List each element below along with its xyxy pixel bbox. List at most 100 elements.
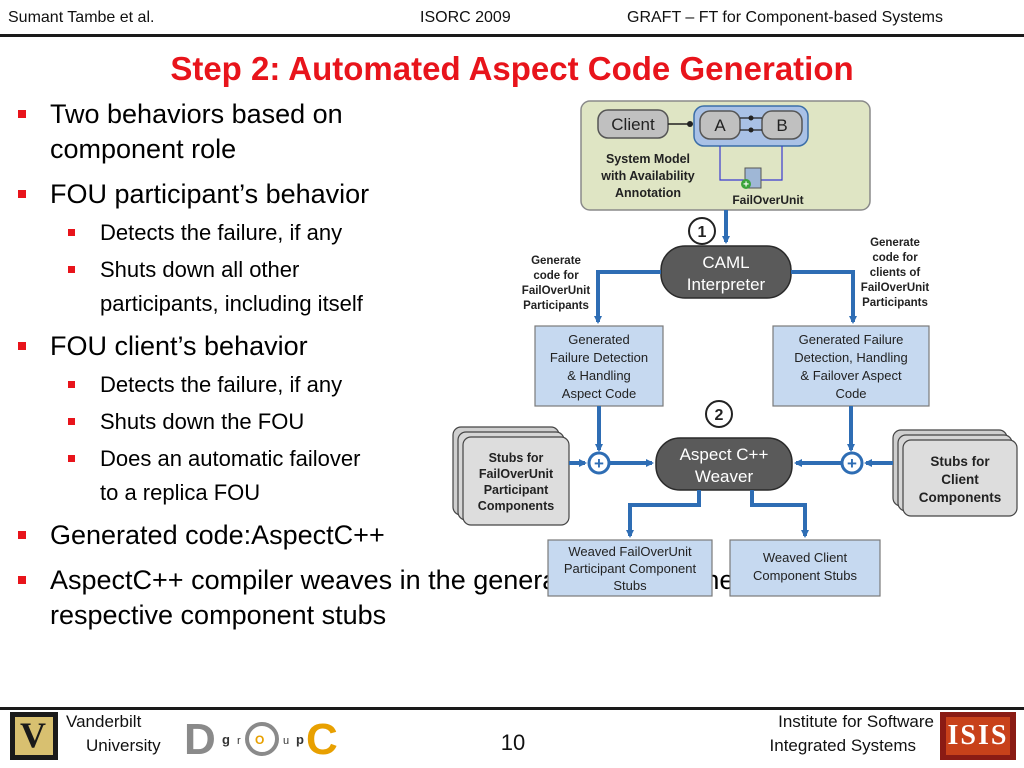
arrow-caml-to-right (791, 270, 857, 324)
sub-bullet-item: Detects the failure, if any (14, 367, 944, 403)
institute-line-2: Integrated Systems (769, 736, 916, 755)
footer-divider (0, 707, 1024, 710)
participant-stubs-box (462, 436, 570, 526)
weaved-left-line: Stubs (613, 578, 647, 593)
bullet-item-continuation: component role (14, 129, 944, 170)
gen-left-label-line: Generate (531, 255, 581, 267)
bullet-text: Two behaviors based on (50, 99, 343, 129)
weaved-right-line: Weaved Client (763, 550, 848, 565)
university-line-1: Vanderbilt (66, 712, 142, 731)
bullet-item-continuation: respective component stubs (14, 595, 944, 636)
bullet-marker (68, 418, 75, 425)
header-short-title: GRAFT – FT for Component-based Systems (627, 9, 943, 26)
stubs-right-line: Client (941, 472, 979, 487)
weaver-label-line: Weaver (695, 467, 754, 486)
weaved-client-stubs-box (729, 539, 881, 597)
component-b (761, 110, 803, 140)
bullet-marker (18, 531, 26, 539)
weaved-right-line: Component Stubs (753, 568, 858, 583)
bullet-text: Does an automatic failover (100, 446, 361, 471)
gen-left-box-line: Generated (568, 332, 629, 347)
bullet-text: Shuts down all other (100, 257, 300, 282)
component-a-label: A (714, 116, 726, 135)
sub-bullet-item: Shuts down the FOU (14, 404, 944, 440)
doc-logo-o-ring (245, 722, 279, 756)
doc-logo-u: u (283, 735, 289, 747)
gen-right-box-line: & Failover Aspect (800, 368, 902, 383)
gen-left-box-line: Failure Detection (550, 350, 648, 365)
bullet-text: Detects the failure, if any (100, 220, 343, 245)
sub-bullet-item-continuation: participants, including itself (14, 286, 944, 322)
bullet-marker (18, 110, 26, 118)
bullet-item: FOU participant’s behavior (14, 174, 944, 215)
system-model-label-line: Annotation (615, 186, 681, 200)
bullet-item: Generated code:AspectC++ (14, 515, 944, 556)
add-icon-glyph: + (743, 180, 749, 191)
component-a (699, 110, 741, 140)
component-b-label: B (776, 116, 787, 135)
generated-client-aspect-box (772, 325, 930, 407)
sub-bullet-item-continuation: to a replica FOU (14, 475, 944, 511)
bullet-marker (68, 455, 75, 462)
plus-left-glyph: + (594, 454, 604, 473)
page-number: 10 (500, 730, 526, 755)
weaver-label-line: Aspect C++ (680, 445, 769, 464)
gen-right-label-line: Participants (862, 297, 928, 309)
isis-logo-text: ISIS (946, 717, 1010, 755)
institute-line-1: Institute for Software (778, 712, 934, 731)
stubs-left-line: Participant (484, 483, 549, 497)
vanderbilt-logo-letter: V (20, 715, 46, 755)
bullet-text: Detects the failure, if any (100, 372, 343, 397)
gen-right-box-line: Detection, Handling (794, 350, 907, 365)
sub-bullet-item: Detects the failure, if any (14, 215, 944, 251)
step-2-badge (705, 400, 733, 428)
bullet-item: Two behaviors based on (14, 94, 944, 135)
doc-logo-p: p (296, 732, 304, 747)
gen-right-label-line: clients of (870, 267, 921, 279)
port-icon (748, 127, 754, 133)
slide-title: Step 2: Automated Aspect Code Generation (170, 50, 854, 87)
caml-label-line: CAML (702, 253, 749, 272)
university-line-2: University (86, 736, 161, 755)
bullet-text: Shuts down the FOU (100, 409, 305, 434)
bullet-item: FOU client’s behavior (14, 326, 944, 367)
header-divider (0, 34, 1024, 37)
bullet-marker (68, 229, 75, 236)
bullet-marker (18, 576, 26, 584)
system-model-label-line: with Availability (600, 169, 695, 183)
gen-right-label-line: code for (872, 252, 918, 264)
stubs-left-line: Components (478, 499, 554, 513)
arrow-weaver-to-weaved-left (626, 490, 701, 538)
failoverunit-label: FailOverUnit (732, 193, 803, 207)
gen-left-label-line: FailOverUnit (522, 285, 591, 297)
bullet-text: to a replica FOU (100, 480, 261, 505)
step-1-badge (688, 217, 716, 245)
gen-left-label-line: Participants (523, 300, 589, 312)
gen-right-box-line: Code (835, 386, 866, 401)
bullet-text: FOU client’s behavior (50, 331, 308, 361)
bullet-text: participants, including itself (100, 291, 363, 316)
annotation-link-a (719, 146, 744, 181)
bullet-text: respective component stubs (50, 600, 387, 630)
doc-logo-d: D (184, 715, 216, 762)
gen-left-box-line: & Handling (567, 368, 631, 383)
gen-right-box-line: Generated Failure (799, 332, 904, 347)
stubs-right-line: Components (919, 490, 1002, 505)
bullet-marker (68, 381, 75, 388)
weaved-left-line: Weaved FailOverUnit (568, 544, 692, 559)
doc-group-logo: D g r O u p C (184, 715, 338, 762)
step-1-number: 1 (698, 224, 707, 241)
bullet-marker (18, 190, 26, 198)
doc-logo-g: g (222, 732, 230, 747)
stubs-left-line: FailOverUnit (479, 467, 554, 481)
header-conference: ISORC 2009 (420, 9, 511, 26)
aspectcpp-weaver-node (655, 437, 793, 491)
gen-right-label-line: Generate (870, 237, 920, 249)
doc-logo-o: O (255, 733, 264, 747)
bullet-text: component role (50, 134, 237, 164)
weaved-participant-stubs-box (547, 539, 713, 597)
arrow-weaver-to-weaved-right (750, 490, 809, 538)
header-author: Sumant Tambe et al. (8, 9, 155, 26)
vanderbilt-logo-inner (15, 717, 53, 755)
